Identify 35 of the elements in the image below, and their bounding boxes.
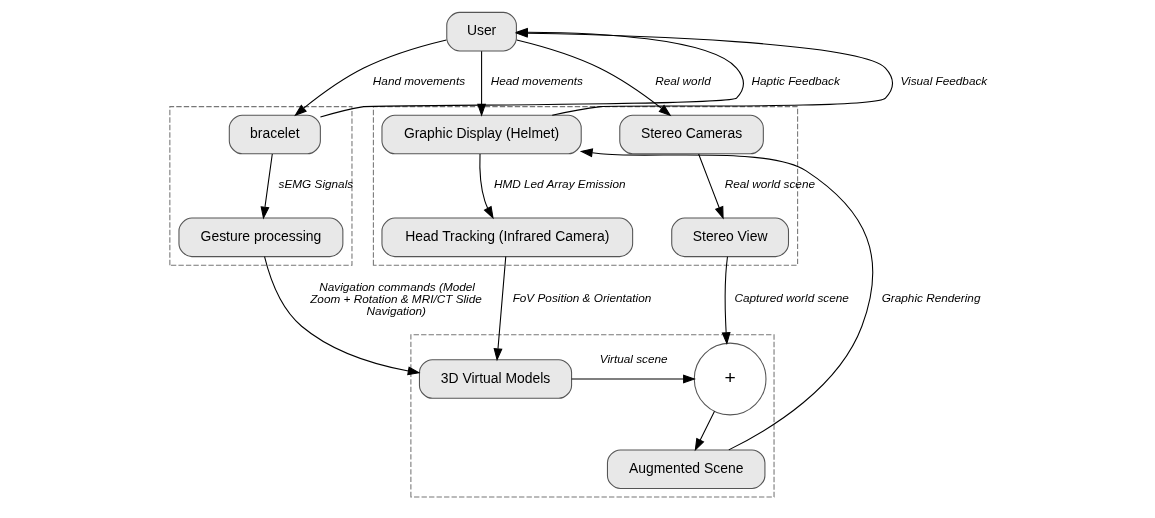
node-box: User: [445, 11, 517, 52]
node-circle: +: [693, 342, 766, 416]
node-box: Stereo View: [670, 217, 789, 258]
arrow: [515, 39, 671, 117]
cluster: [409, 334, 775, 498]
node-box: bracelet: [228, 114, 321, 155]
edge-label: Graphic Rendering: [881, 290, 980, 304]
edge-label: Head movements: [490, 73, 583, 87]
node-box: Stereo Cameras: [618, 114, 764, 155]
arrow: [493, 256, 506, 362]
edge-label: HMD Led Array Emission: [493, 176, 626, 190]
node-box: Augmented Scene: [606, 449, 765, 490]
edge-label: Navigation commands (Model Zoom + Rotation & MRI/CT Slide Navigation): [309, 280, 482, 317]
edge-label: Virtual scene: [599, 351, 668, 365]
edge-label: Captured world scene: [733, 290, 849, 304]
edge-label: Hand movements: [372, 73, 465, 87]
edge-label: Real world scene: [724, 176, 815, 190]
arrow: [570, 374, 696, 384]
arrow: [721, 256, 731, 346]
edge-label: FoV Position & Orientation: [512, 290, 651, 304]
edge-label: Visual Feedback: [899, 73, 987, 87]
edge-label: Haptic Feedback: [751, 73, 840, 87]
arrow: [579, 148, 873, 451]
node-box: Head Tracking (Infrared Camera): [380, 217, 633, 258]
node-box: Graphic Display (Helmet): [380, 114, 582, 155]
edge-label: Real world: [654, 73, 711, 87]
node-box: 3D Virtual Models: [418, 359, 572, 399]
arrow: [697, 153, 724, 220]
arrow: [293, 39, 447, 117]
arrow: [478, 153, 494, 220]
arrow: [263, 256, 421, 376]
node-box: Gesture processing: [177, 217, 343, 258]
edge-label: sEMG Signals: [278, 176, 353, 190]
arrow: [260, 153, 273, 220]
arrow: [694, 410, 715, 452]
